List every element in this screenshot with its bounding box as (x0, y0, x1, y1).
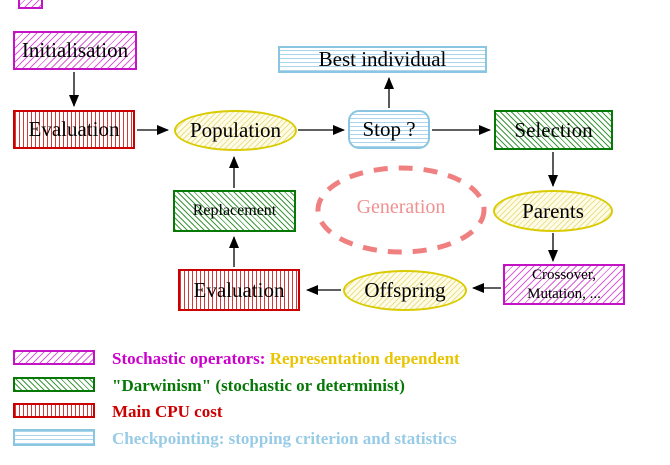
legend-stochastic-detail: Representation dependent (269, 349, 460, 368)
node-crossover-mutation: Crossover, Mutation, ... (503, 264, 625, 305)
node-evaluation-bottom-label: Evaluation (193, 277, 285, 302)
node-replacement: Replacement (173, 190, 296, 232)
legend-text-darwinism: "Darwinism" (stochastic or determinist) (112, 376, 405, 395)
node-population: Population (174, 110, 297, 151)
legend-text-cpu: Main CPU cost (112, 402, 223, 421)
legend-swatch-cpu (13, 403, 95, 418)
node-evaluation-bottom: Evaluation (178, 269, 300, 311)
node-evaluation-top-label: Evaluation (28, 117, 120, 141)
node-population-label: Population (189, 118, 281, 142)
legend-text-checkpointing: Checkpointing: stopping criterion and st… (112, 429, 457, 448)
legend-swatch-darwinism (13, 377, 95, 392)
node-selection-label: Selection (514, 117, 593, 142)
clipped-magenta-fragment (18, 0, 43, 9)
crossover-line2: Mutation, ... (527, 285, 601, 302)
node-parents: Parents (493, 190, 613, 232)
node-best-individual-label: Best individual (318, 47, 447, 71)
node-offspring-label: Offspring (364, 278, 446, 302)
legend-swatch-checkpointing (13, 429, 95, 446)
legend-stochastic-label: Stochastic operators: (112, 349, 266, 368)
node-replacement-label: Replacement (192, 202, 277, 219)
crossover-line1: Crossover, (532, 266, 596, 283)
node-offspring: Offspring (343, 270, 467, 311)
node-evaluation-top: Evaluation (13, 110, 135, 149)
node-generation-label: Generation (356, 196, 446, 218)
node-stop: Stop ? (348, 110, 430, 149)
node-selection: Selection (494, 110, 613, 150)
legend-text-stochastic: Stochastic operators: Representation dep… (112, 349, 460, 369)
node-stop-label: Stop ? (362, 117, 416, 141)
node-parents-label: Parents (522, 198, 584, 223)
legend-swatch-stochastic (13, 350, 95, 365)
node-initialisation-label: Initialisation (21, 38, 129, 62)
node-initialisation: Initialisation (13, 31, 137, 70)
node-crossover-mutation-label: Crossover, Mutation, ... (527, 266, 601, 304)
node-best-individual: Best individual (278, 46, 487, 73)
